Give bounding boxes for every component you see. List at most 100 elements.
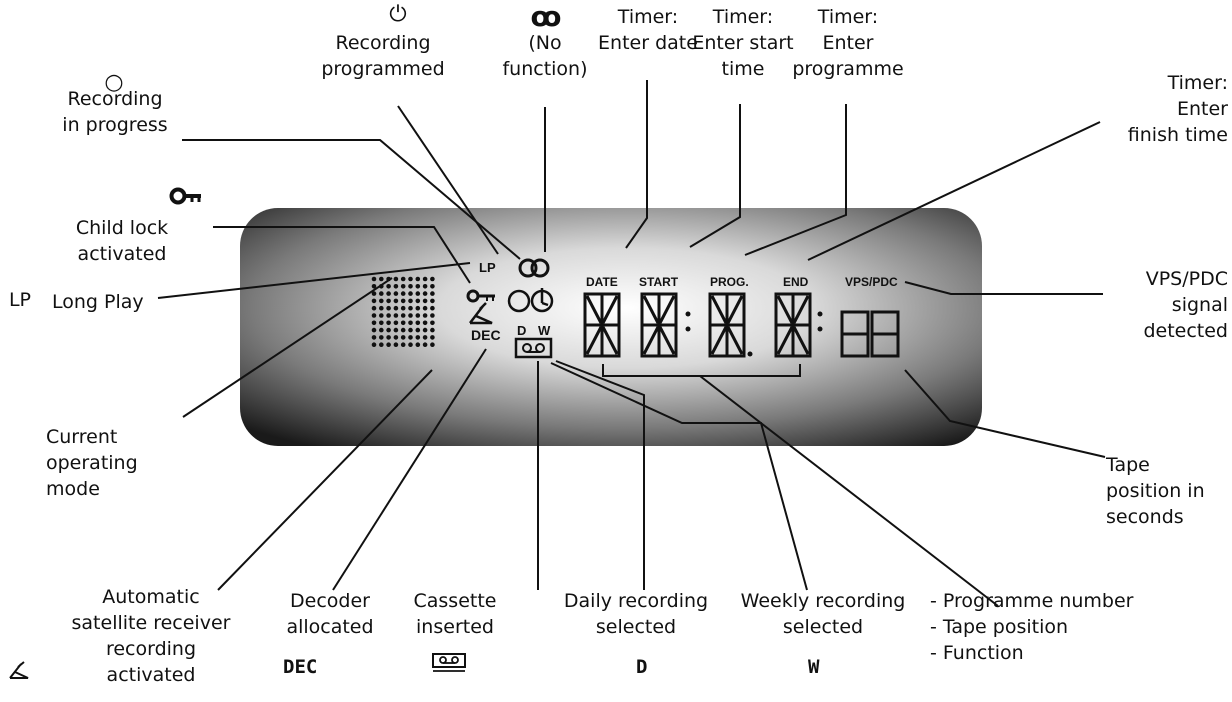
- matrix-dot: [386, 305, 391, 311]
- timer-icon: ⏻: [389, 2, 407, 27]
- lcd-cassette-icon: [514, 337, 553, 359]
- leader-timer-programme: [744, 104, 847, 256]
- leader-tape-seconds: [904, 369, 1106, 458]
- symbol-satellite-icon: [9, 661, 29, 679]
- label-daily: Daily recording selected: [563, 590, 709, 638]
- leader-weekly: [550, 362, 808, 591]
- label-programme-info: - Programme number - Tape position - Fun…: [930, 590, 1134, 664]
- matrix-dot: [400, 276, 406, 282]
- matrix-dot: [422, 320, 428, 326]
- matrix-dot: [371, 335, 377, 340]
- label-long-play: Long Play: [52, 291, 144, 313]
- matrix-dot: [430, 342, 435, 348]
- matrix-dot: [371, 305, 377, 311]
- matrix-dot: [408, 335, 413, 340]
- circle-icon: ○: [104, 70, 124, 95]
- matrix-dot: [400, 335, 406, 340]
- matrix-dot: [430, 320, 435, 326]
- matrix-dot: [379, 276, 384, 282]
- matrix-dot: [415, 335, 421, 340]
- leader-daily: [555, 360, 645, 590]
- matrix-dot: [415, 342, 421, 348]
- matrix-dot: [371, 327, 377, 333]
- lcd-digit-4: [774, 292, 812, 358]
- label-no-function: (No function): [502, 32, 588, 80]
- matrix-dot: [371, 320, 377, 326]
- matrix-dot: [379, 335, 384, 340]
- matrix-dot: [379, 305, 384, 311]
- matrix-dot: [422, 284, 428, 289]
- d-symbol: D: [636, 656, 648, 678]
- matrix-dot: [386, 313, 391, 318]
- matrix-dot: [415, 284, 421, 289]
- matrix-dot: [422, 313, 428, 318]
- symbol-cassette-icon: [432, 653, 466, 672]
- symbol-key-icon: [169, 187, 201, 205]
- lp-symbol: LP: [8, 289, 32, 311]
- leader-current-mode: [182, 277, 393, 418]
- matrix-dot: [393, 320, 399, 326]
- matrix-dot: [393, 284, 399, 289]
- matrix-dot: [386, 291, 391, 296]
- w-symbol: W: [808, 656, 820, 678]
- matrix-dot: [430, 327, 435, 333]
- matrix-dot: [386, 335, 391, 340]
- matrix-dot: [371, 276, 377, 282]
- matrix-dot: [400, 298, 406, 304]
- matrix-dot: [379, 298, 384, 304]
- matrix-dot: [400, 291, 406, 296]
- lcd-lp-tag: LP: [479, 260, 496, 275]
- lcd-date-tag: DATE: [586, 275, 618, 289]
- leader-long-play: [157, 262, 471, 299]
- lcd-timer-icon: [530, 288, 554, 313]
- matrix-dot: [386, 327, 391, 333]
- label-recording-programmed: Recording programmed: [321, 32, 445, 80]
- lcd-period: [747, 351, 753, 357]
- lcd-satellite-icon: [469, 302, 493, 325]
- matrix-dot: [408, 291, 413, 296]
- matrix-dot: [393, 305, 399, 311]
- leader-recording-in-progress: [182, 139, 521, 260]
- matrix-dot: [422, 305, 428, 311]
- leader-timer-finish: [807, 121, 1101, 261]
- label-timer-date: Timer: Enter date: [598, 6, 698, 54]
- matrix-dot: [386, 298, 391, 304]
- matrix-dot: [430, 305, 435, 311]
- label-current-mode: Current operating mode: [46, 426, 138, 500]
- lcd-vps-tag: VPS/PDC: [845, 275, 898, 289]
- matrix-dot: [371, 342, 377, 348]
- matrix-dot: [379, 342, 384, 348]
- matrix-dot: [393, 327, 399, 333]
- matrix-dot: [371, 284, 377, 289]
- matrix-dot: [408, 276, 413, 282]
- leader-recording-programmed: [397, 105, 499, 255]
- matrix-dot: [379, 320, 384, 326]
- matrix-dot: [400, 305, 406, 311]
- matrix-dot: [371, 291, 377, 296]
- lcd-digit-2: [640, 292, 678, 358]
- matrix-dot: [379, 313, 384, 318]
- matrix-dot: [408, 284, 413, 289]
- lcd-dec-tag: DEC: [471, 327, 501, 343]
- lcd-d-tag: D: [517, 323, 526, 338]
- leader-timer-date: [625, 80, 648, 249]
- lcd-key-icon: [466, 289, 495, 303]
- label-timer-finish: Timer: Enter finish time: [1127, 72, 1228, 146]
- matrix-dot: [400, 327, 406, 333]
- matrix-dot: [386, 320, 391, 326]
- leader-programme-info: [699, 375, 999, 607]
- matrix-dot: [393, 276, 399, 282]
- leader-timer-start: [689, 104, 741, 248]
- label-timer-programme: Timer: Enter programme: [792, 6, 904, 80]
- matrix-dot: [430, 291, 435, 296]
- label-timer-start: Timer: Enter start time: [692, 6, 794, 80]
- matrix-dot: [386, 284, 391, 289]
- matrix-dot: [400, 284, 406, 289]
- matrix-dot: [422, 291, 428, 296]
- matrix-dot: [393, 313, 399, 318]
- lcd-digit-1: [583, 292, 621, 358]
- matrix-dot: [408, 342, 413, 348]
- matrix-dot: [393, 298, 399, 304]
